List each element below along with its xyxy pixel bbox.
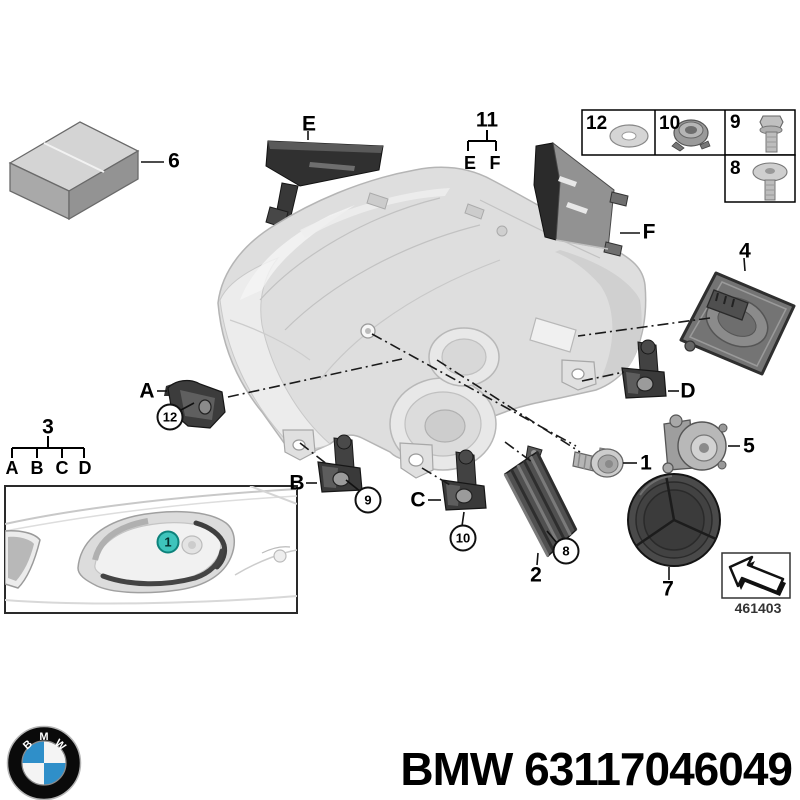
callout-3: 3	[42, 415, 54, 439]
cover-part-e-drawing	[265, 140, 384, 229]
legend11-bracket	[467, 130, 497, 151]
ref-arrow-box	[721, 552, 791, 599]
callout-e: E	[301, 112, 317, 136]
callout-f: F	[642, 220, 656, 244]
circled-marker-8: 8	[552, 537, 580, 565]
hardware-label-12: 12	[586, 113, 608, 134]
led-module-part4-drawing	[679, 271, 796, 376]
callout-2: 2	[530, 563, 542, 587]
kit-box-part6-drawing	[8, 121, 140, 221]
hardware-label-8: 8	[730, 158, 741, 179]
motor-part5-drawing	[662, 414, 728, 474]
hardware-label-10: 10	[659, 113, 681, 134]
logo-letter-m: M	[39, 731, 48, 743]
dash-leader-lines	[227, 317, 711, 486]
legend11-item-e: E	[463, 153, 477, 173]
callout-4: 4	[739, 239, 751, 263]
hardware-grid-box	[581, 109, 796, 203]
callout-1: 1	[640, 451, 652, 475]
callout-b: B	[289, 471, 305, 495]
circled-marker-9: 9	[354, 486, 382, 514]
callout-11: 11	[475, 108, 499, 132]
callout-d: D	[680, 379, 696, 403]
bracket-b-drawing	[317, 434, 363, 493]
leader-lines	[141, 131, 746, 580]
side-panel-part-f-drawing	[533, 141, 629, 257]
ref-code: 461403	[734, 600, 782, 616]
callout-7: 7	[662, 577, 674, 601]
callout-c: C	[410, 488, 426, 512]
callout-6: 6	[168, 149, 180, 173]
cap-part7-drawing	[627, 473, 721, 567]
car-front-drawing	[5, 486, 297, 605]
legend11-item-f: F	[489, 153, 501, 173]
driver-unit-part2-drawing	[503, 445, 578, 558]
headlight-assembly-drawing	[217, 166, 647, 479]
callout-5: 5	[743, 434, 755, 458]
legend3-item-c: C	[55, 458, 69, 478]
circled-marker-12: 12	[156, 403, 184, 431]
inset-headlight-marker: 1	[156, 530, 180, 554]
callout-a: A	[139, 379, 155, 403]
legend3-item-b: B	[30, 458, 44, 478]
legend3-item-a: A	[5, 458, 19, 478]
bracket-d-drawing	[621, 339, 667, 399]
bulb-part1-drawing	[572, 447, 624, 478]
bmw-roundel-logo: B M W	[6, 725, 82, 800]
bracket-c-drawing	[441, 449, 487, 511]
hardware-label-9: 9	[730, 112, 741, 133]
inset-car-box	[4, 485, 298, 614]
circled-marker-10: 10	[449, 524, 477, 552]
legend3-item-d: D	[78, 458, 92, 478]
part-number-title: BMW 63117046049	[400, 743, 793, 795]
legend3-bracket	[11, 436, 85, 458]
